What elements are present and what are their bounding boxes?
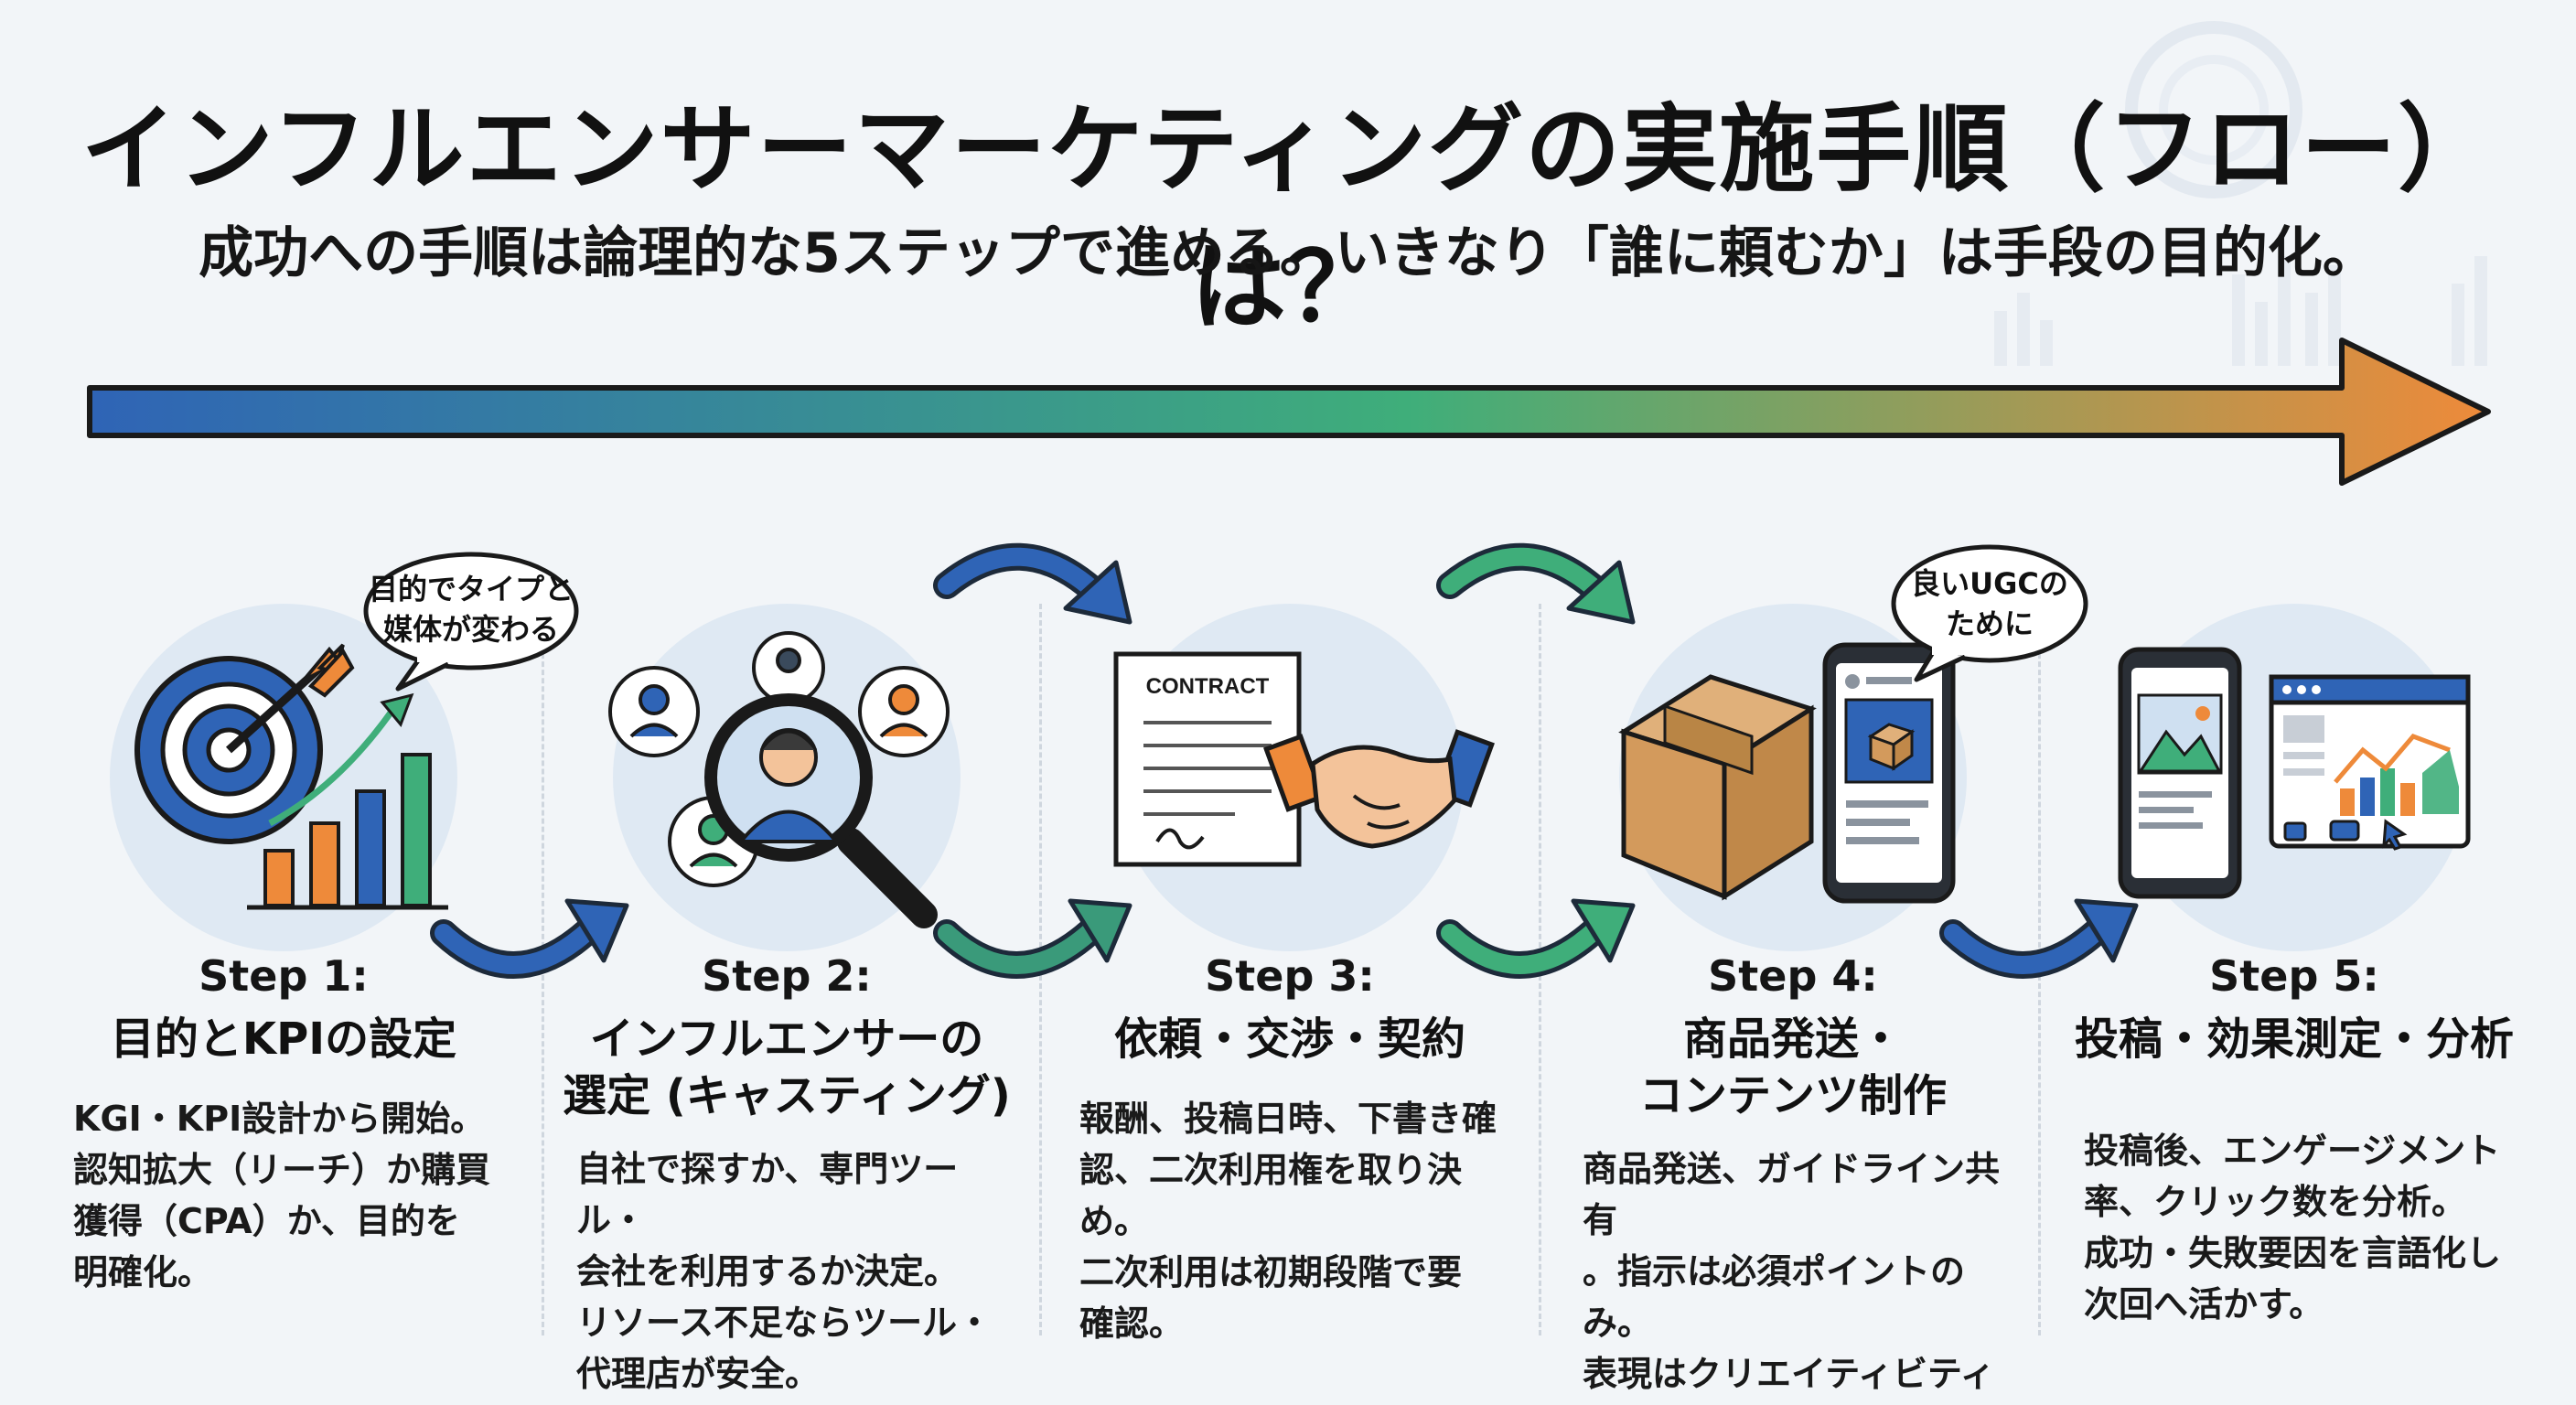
- step-3: CONTRACT Step 3: 依頼・交渉・契約 報酬、投稿日時、下書き確 認…: [1052, 549, 1528, 1400]
- step-number: Step 2:: [702, 951, 872, 1001]
- target-chart-icon: [134, 643, 448, 910]
- speech-bubble-text: 目的でタイプと 媒体が変わる: [368, 572, 574, 647]
- step-description: KGI・KPI設計から開始。 認知拡大（リーチ）か購買 獲得（CPA）か、目的を…: [73, 1099, 491, 1292]
- step-number: Step 4:: [1708, 951, 1878, 1001]
- step-description: 商品発送、ガイドライン共有 。指示は必須ポイントのみ。 表現はクリエイティビティ…: [1583, 1149, 2001, 1394]
- speech-bubble-shape: [363, 552, 579, 692]
- connector-arrow-3-4-top: [1436, 542, 1636, 625]
- contract-label: CONTRACT: [1146, 674, 1270, 699]
- step-number: Step 1:: [199, 951, 369, 1001]
- step-2: Step 2: インフルエンサーの 選定 (キャスティング) 自社で探すか、専門…: [549, 549, 1025, 1400]
- step-5: Step 5: 投稿・効果測定・分析 投稿後、エンゲージメント 率、クリック数を…: [2056, 549, 2532, 1400]
- process-flow-arrow: [87, 338, 2491, 486]
- connector-arrow-1-2: [430, 898, 629, 979]
- step-title: インフルエンサーの 選定 (キャスティング): [563, 1014, 1011, 1121]
- connector-arrow-3-4-bottom: [1436, 898, 1636, 979]
- step-title: 依頼・交渉・契約: [1113, 1014, 1465, 1065]
- connector-arrow-2-3-bottom: [933, 898, 1132, 979]
- step-title: 投稿・効果測定・分析: [2074, 1014, 2514, 1065]
- speech-bubble-shape: [1891, 544, 2088, 682]
- step-title: 目的とKPIの設定: [110, 1014, 457, 1065]
- step-description: 投稿後、エンゲージメント 率、クリック数を分析。 成功・失敗要因を言語化し 次回…: [2084, 1131, 2502, 1325]
- step-1: 目的でタイプと 媒体が変わる Step 1: 目的とKPIの設定 KGI・KPI…: [46, 549, 579, 1400]
- package-phone-icon: [1618, 642, 1956, 904]
- step-4: 良いUGCの ために Step 4: 商品発送・ コンテンツ制作 商品発送、ガイ…: [1555, 544, 2088, 1400]
- speech-bubble-text: 良いUGCの ために: [1911, 566, 2068, 641]
- people-search-icon: [608, 631, 950, 928]
- step-number: Step 5:: [2209, 951, 2379, 1001]
- step-title: 商品発送・ コンテンツ制作: [1638, 1014, 1947, 1121]
- speech-bubble: 良いUGCの ために: [1884, 538, 2095, 684]
- page-title: インフルエンサーマーケティングの実施手順（フロー）は？: [80, 93, 2496, 343]
- contract-handshake-icon: CONTRACT: [1113, 651, 1495, 867]
- step-number: Step 3:: [1205, 951, 1375, 1001]
- analytics-dashboard-icon: [2118, 647, 2471, 899]
- connector-arrow-4-5: [1939, 898, 2139, 979]
- speech-bubble: 目的でタイプと 媒体が変わる: [357, 547, 585, 693]
- step-description: 報酬、投稿日時、下書き確 認、二次利用権を取り決め。 二次利用は初期段階で要 確…: [1079, 1099, 1497, 1344]
- page-subtitle: 成功への手順は論理的な5ステップで進める。いきなり「誰に頼むか」は手段の目的化。: [199, 221, 2377, 285]
- connector-arrow-2-3-top: [933, 542, 1132, 625]
- step-description: 自社で探すか、専門ツール・ 会社を利用するか決定。 リソース不足ならツール・ 代…: [576, 1149, 993, 1394]
